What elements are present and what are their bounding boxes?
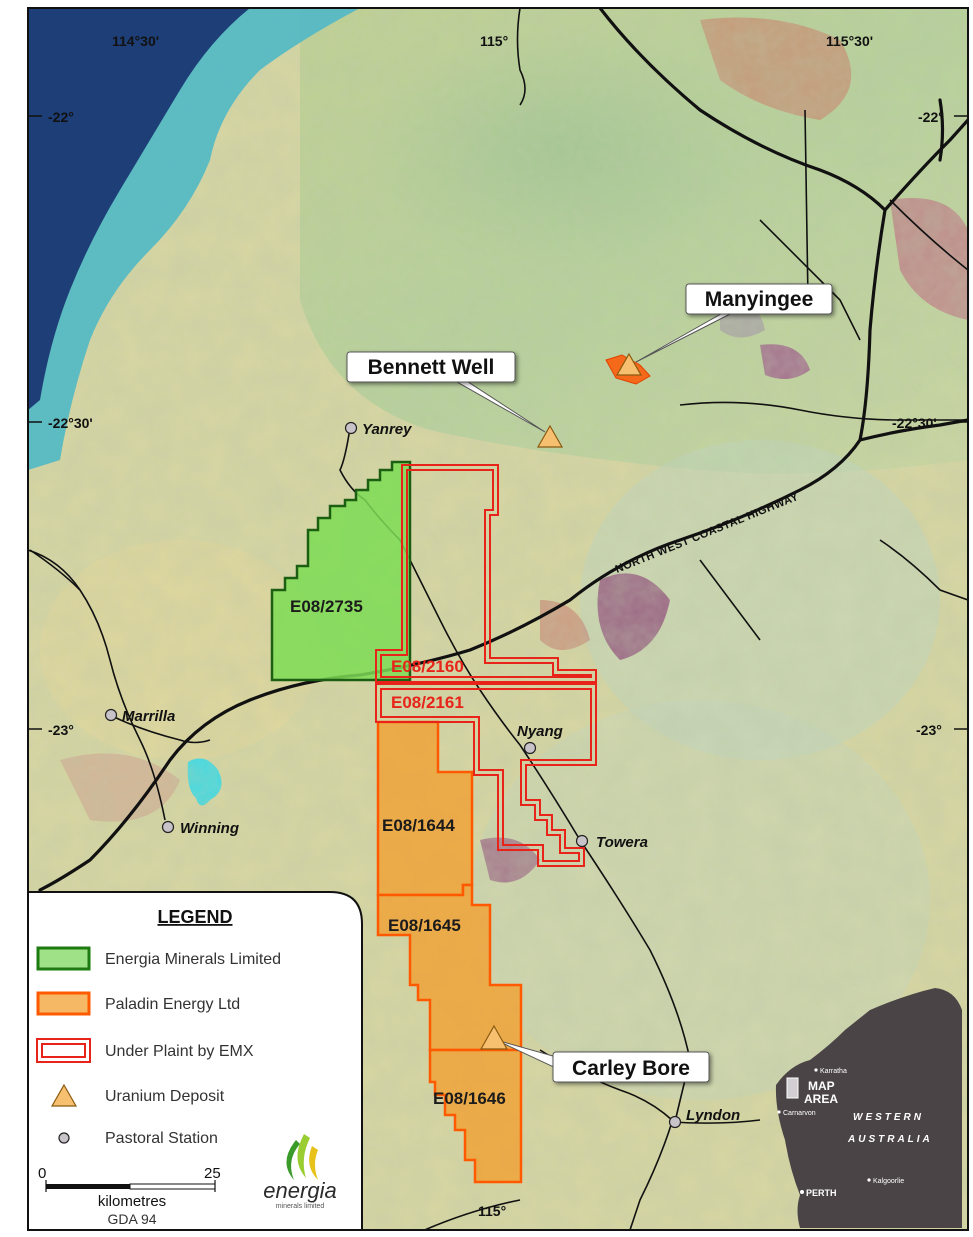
uranium-deposit-icon bbox=[479, 1024, 509, 1050]
uranium-deposit-icon bbox=[615, 352, 643, 376]
tenement-e08-2160[interactable] bbox=[375, 464, 597, 683]
deposit-label-bennett-well: Bennett Well bbox=[368, 356, 495, 379]
map-border bbox=[27, 7, 969, 1231]
inset-map-area-line1: MAP bbox=[808, 1079, 835, 1093]
tenement-label-e08-1646: E08/1646 bbox=[433, 1089, 506, 1108]
station-marker-nyang[interactable] bbox=[523, 741, 537, 755]
minor-roads bbox=[28, 8, 968, 1230]
station-marker-winning[interactable] bbox=[161, 820, 175, 834]
station-label-marrilla: Marrilla bbox=[122, 708, 175, 725]
legend-label-deposit: Uranium Deposit bbox=[105, 1088, 225, 1105]
scale-unit: kilometres bbox=[98, 1193, 166, 1210]
tenement-label-e08-1645: E08/1645 bbox=[388, 916, 461, 935]
legend-title: LEGEND bbox=[157, 907, 232, 927]
deposit-label-manyingee: Manyingee bbox=[705, 288, 814, 311]
western-australia-shape bbox=[775, 988, 962, 1228]
tenement-e08-2735[interactable] bbox=[270, 460, 412, 682]
tenement-e08-2160-inner bbox=[380, 469, 592, 678]
station-label-yanrey: Yanrey bbox=[362, 421, 412, 438]
coord-top-2: 115° bbox=[480, 33, 508, 49]
deposit-manyingee[interactable]: Manyingee bbox=[615, 283, 833, 376]
inset-map-area-line2: AREA bbox=[804, 1092, 838, 1106]
coord-right-2: -22°30' bbox=[892, 415, 937, 431]
station-marker-towera[interactable] bbox=[575, 834, 589, 848]
inset-town-dot bbox=[777, 1110, 781, 1114]
legend-label-station: Pastoral Station bbox=[105, 1130, 218, 1147]
station-marker-yanrey[interactable] bbox=[344, 421, 358, 435]
inset-town-karratha: Karratha bbox=[820, 1068, 847, 1075]
inset-map-area-marker bbox=[786, 1077, 799, 1099]
tenement-label-e08-2161: E08/2161 bbox=[391, 693, 464, 712]
graticule-ticks bbox=[28, 115, 968, 730]
scale-bar-light bbox=[129, 1183, 216, 1190]
station-marker-marrilla[interactable] bbox=[104, 708, 118, 722]
callout-box bbox=[685, 283, 833, 315]
scale-bar-dark bbox=[46, 1184, 130, 1189]
inset-town-dot bbox=[800, 1190, 804, 1194]
scale-start: 0 bbox=[38, 1165, 46, 1182]
uranium-deposit-icon bbox=[536, 424, 564, 448]
legend-label-paladin: Paladin Energy Ltd bbox=[105, 996, 240, 1013]
scale-datum: GDA 94 bbox=[107, 1211, 156, 1227]
station-label-towera: Towera bbox=[596, 834, 648, 851]
logo-subtext: minerals limited bbox=[276, 1203, 325, 1210]
tenement-label-e08-2160: E08/2160 bbox=[391, 657, 464, 676]
callout-box bbox=[346, 351, 516, 383]
legend-swatch-plaint-inner bbox=[41, 1043, 86, 1058]
deposit-carley-bore[interactable]: Carley Bore bbox=[479, 1024, 710, 1083]
legend-panel bbox=[27, 891, 363, 1231]
north-west-coastal-highway bbox=[38, 8, 968, 892]
deposit-label-carley-bore: Carley Bore bbox=[572, 1057, 690, 1080]
inset-town-carnarvon: Carnarvon bbox=[783, 1110, 816, 1117]
legend-label-plaint: Under Plaint by EMX bbox=[105, 1043, 254, 1060]
tenement-e08-2161[interactable] bbox=[375, 683, 597, 867]
legend-dot-icon bbox=[58, 1132, 70, 1144]
coord-right-3: -23° bbox=[916, 722, 942, 738]
station-label-winning: Winning bbox=[180, 820, 239, 837]
inset-map: MAP AREA Karratha Carnarvon WESTERN AUST… bbox=[775, 988, 962, 1228]
legend-triangle-icon bbox=[50, 1083, 78, 1107]
legend-label-energia: Energia Minerals Limited bbox=[105, 951, 281, 968]
station-label-nyang: Nyang bbox=[517, 723, 563, 740]
inset-state-line1: WESTERN bbox=[853, 1112, 924, 1123]
coord-left-1: -22° bbox=[48, 109, 74, 125]
paladin-tenements bbox=[376, 720, 523, 1184]
scale-end: 25 bbox=[204, 1165, 221, 1182]
inset-town-kalgoorlie: Kalgoorlie bbox=[873, 1178, 904, 1185]
legend-swatch-paladin bbox=[36, 991, 91, 1016]
tenement-e08-1646[interactable] bbox=[428, 1048, 523, 1184]
legend-swatch-energia bbox=[36, 946, 91, 971]
coord-top-1: 114°30' bbox=[112, 33, 159, 49]
pastoral-stations bbox=[104, 421, 682, 1129]
plaint-tenements bbox=[375, 464, 597, 867]
coord-bottom-1: 115° bbox=[478, 1203, 506, 1219]
tenement-label-e08-1644: E08/1644 bbox=[382, 816, 455, 835]
station-marker-lyndon[interactable] bbox=[668, 1115, 682, 1129]
callout-box bbox=[552, 1051, 710, 1083]
deposit-bennett-well[interactable]: Bennett Well bbox=[346, 351, 564, 448]
logo-text: energia bbox=[263, 1178, 336, 1203]
station-label-lyndon: Lyndon bbox=[686, 1107, 740, 1124]
inset-state-line2: AUSTRALIA bbox=[847, 1134, 933, 1145]
inset-town-perth: PERTH bbox=[806, 1188, 837, 1198]
legend: LEGEND Energia Minerals Limited Paladin … bbox=[27, 891, 363, 1231]
coord-top-3: 115°30' bbox=[826, 33, 873, 49]
legend-swatch-plaint bbox=[36, 1038, 91, 1063]
coord-left-2: -22°30' bbox=[48, 415, 93, 431]
inset-town-dot bbox=[814, 1068, 818, 1072]
coord-left-3: -23° bbox=[48, 722, 74, 738]
coord-right-1: -22° bbox=[918, 109, 944, 125]
energia-logo: energia minerals limited bbox=[263, 1134, 337, 1210]
inset-town-dot bbox=[867, 1178, 871, 1182]
ocean bbox=[28, 8, 250, 410]
tenement-e08-2161-inner bbox=[380, 688, 592, 862]
tenement-label-e08-2735: E08/2735 bbox=[290, 597, 363, 616]
